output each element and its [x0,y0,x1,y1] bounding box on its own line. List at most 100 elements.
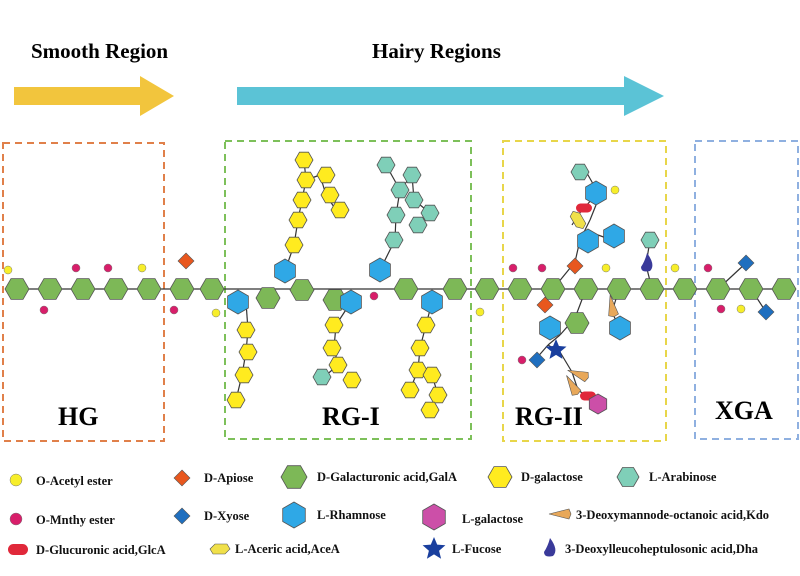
legend-lgal-label: L-galactose [462,512,524,526]
l-rhamnose-residue [539,315,561,341]
dha-residue [544,538,556,557]
legend-acea-label: L-Aceric acid,AceA [235,542,340,556]
o-methyl-ester [169,305,179,315]
gala-residue [393,278,419,300]
gala-residue [705,278,731,300]
gala-residue [738,278,764,300]
legend-rha-symbol [282,501,306,529]
kdo-residue [566,375,582,396]
o-acetyl-ester [211,308,221,318]
d-galactose-residue [316,166,336,184]
d-apiose-residue [173,469,191,487]
d-galactose-residue [236,321,256,339]
d-galactose-residue [322,339,342,357]
d-galactose-residue [428,386,448,404]
l-galactose-residue [588,393,608,415]
gala-residue [37,278,63,300]
kdo-shape [608,295,619,318]
kdo-shape [566,375,582,396]
l-rhamnose-residue [577,228,599,254]
d-galactose-residue [320,186,340,204]
aceric-acid-residue [209,543,231,555]
d-xylose-residue [528,351,546,369]
hg-region-box [2,142,165,442]
l-rhamnose-residue [369,257,391,283]
gala-residue [442,278,468,300]
d-xylose-residue [757,303,775,321]
gala-residue [771,278,797,300]
l-arabinose-residue [376,156,396,174]
aceric-acid-shape [209,543,231,555]
legend-rha-label: L-Rhamnose [317,508,386,522]
o-acetyl-ester [475,307,485,317]
legend-o-methyl-label: O-Mnthy ester [36,513,115,527]
gala-residue [4,278,30,300]
l-arabinose-residue [390,181,410,199]
l-rhamnose-residue [340,289,362,315]
legend-xylose-label: D-Xyose [204,509,250,523]
d-galactose-residue [288,211,308,229]
l-rhamnose-residue [585,180,607,206]
d-galactose-residue [324,316,344,334]
gala-residue [255,287,281,309]
rg2-label: RG-II [515,402,583,431]
o-acetyl-ester [9,473,23,487]
l-arabinose-residue [570,163,590,181]
d-galactose-residue [408,361,428,379]
gala-residue [136,278,162,300]
rg2-region-box [502,140,667,442]
legend-arab-symbol [616,467,640,487]
legend-o-acetyl-label: O-Acetyl ester [36,474,113,488]
o-methyl-ester [508,263,518,273]
gala-residue [289,279,315,301]
sugar-residues [3,151,797,419]
d-galactose-residue [400,381,420,399]
o-methyl-ester [71,263,81,273]
kdo-residue [567,369,589,383]
o-acetyl-ester [610,185,620,195]
l-arabinose-residue [420,204,440,222]
d-galactose-residue [330,201,350,219]
d-galactose-residue [226,391,246,409]
kdo-shape [567,369,589,383]
d-galactose-residue [234,366,254,384]
l-rhamnose-residue [227,289,249,315]
o-methyl-ester [9,512,23,526]
d-apiose-residue [536,296,554,314]
d-galactose-residue [296,171,316,189]
legend-dha-label: 3-Deoxylleucoheptulosonic acid,Dha [565,542,759,556]
rg1-label: RG-I [322,402,380,431]
gala-residue [564,312,590,334]
gala-residue [103,278,129,300]
kdo-residue [608,295,619,318]
legend-apiose-label: D-Apiose [204,471,254,485]
legend-glca-label: D-Glucuronic acid,GlcA [36,543,166,557]
d-xylose-residue [737,254,755,272]
l-arabinose-residue [404,191,424,209]
smooth-region-title: Smooth Region [31,39,168,63]
d-xylose-residue [173,507,191,525]
l-fucose-residue [545,339,567,359]
d-apiose-residue [566,257,584,275]
l-arabinose-residue [408,216,428,234]
o-methyl-ester [517,355,527,365]
hairy-arrow-shape [237,76,664,116]
hairy-region-arrow [237,76,664,116]
aceric-acid-residue [569,210,587,230]
gala-residue [199,278,225,300]
hairy-regions-title: Hairy Regions [372,39,501,63]
hg-label: HG [58,402,98,431]
l-arabinose-residue [640,231,660,249]
gala-residue [474,278,500,300]
d-galactose-residue [294,151,314,169]
legend-dgal-symbol [487,466,513,488]
legend-arab-label: L-Arabinose [649,470,717,484]
legend-symbols [8,465,640,559]
legend-lgal-symbol [422,503,446,531]
o-acetyl-ester [3,265,13,275]
legend-gala-symbol [280,465,308,489]
l-arabinose-residue [386,206,406,224]
l-arabinose-residue [384,231,404,249]
kdo-shape [548,508,572,520]
